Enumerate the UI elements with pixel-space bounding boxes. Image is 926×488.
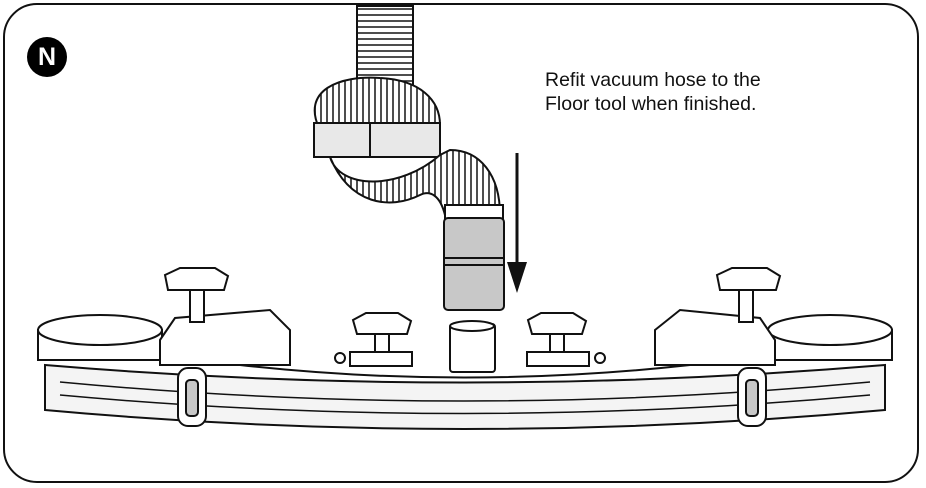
- vacuum-hose: [313, 5, 505, 311]
- step-letter: N: [37, 43, 57, 71]
- instruction-line-1: Refit vacuum hose to the: [545, 69, 761, 91]
- instruction-text: Refit vacuum hose to the Floor tool when…: [545, 68, 845, 116]
- down-arrow-icon: [507, 153, 527, 293]
- step-badge: N: [27, 37, 67, 77]
- instruction-line-2: Floor tool when finished.: [545, 93, 757, 115]
- floor-tool: [37, 267, 893, 430]
